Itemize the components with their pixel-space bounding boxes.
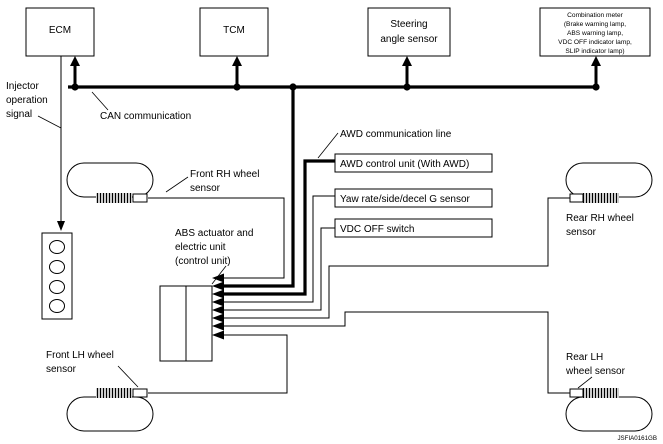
front-rh-wheel-label-line1: Front RH wheel xyxy=(190,169,259,180)
front-rh-leader-line xyxy=(165,176,189,193)
steering-label-line1: Steering xyxy=(390,19,427,30)
rear-lh-wheel-label-line2: wheel sensor xyxy=(565,366,626,377)
injector-label-line2: operation xyxy=(6,95,48,106)
front-rh-sensor-line xyxy=(148,197,285,279)
meter-label-line1: Combination meter xyxy=(567,12,624,19)
vdc-switch-line xyxy=(220,227,335,311)
can-leader-line xyxy=(91,91,109,111)
abs-label-line1: ABS actuator and xyxy=(175,228,253,239)
injector-label-line1: Injector xyxy=(6,81,39,92)
meter-label-line4: VDC OFF indicator lamp, xyxy=(558,39,632,46)
vdc-off-switch: VDC OFF switch xyxy=(334,218,493,238)
awd-control-unit-label: AWD control unit (With AWD) xyxy=(340,159,469,170)
rear-rh-sensor-line xyxy=(220,197,570,319)
tcm-module: TCM xyxy=(199,7,269,57)
rear-lh-wheel-label-line1: Rear LH xyxy=(566,352,603,363)
awd-leader-line xyxy=(317,132,339,159)
can-bus xyxy=(68,56,601,91)
awd-communication-line-label: AWD communication line xyxy=(340,129,452,140)
steering-label-line2: angle sensor xyxy=(380,34,438,45)
vdc-off-switch-label: VDC OFF switch xyxy=(340,224,414,235)
front-lh-leader-line xyxy=(117,365,139,388)
ecm-label: ECM xyxy=(49,25,71,36)
abs-leader-line xyxy=(211,265,227,285)
abs-label-line2: electric unit xyxy=(175,242,226,253)
rear-lh-leader-line xyxy=(577,376,593,389)
combination-meter-module: Combination meter (Brake warning lamp, A… xyxy=(539,7,651,57)
front-rh-wheel-label-line2: sensor xyxy=(190,183,221,194)
rear-lh-sensor-line xyxy=(220,311,570,394)
rear-rh-wheel-label-line2: sensor xyxy=(566,227,597,238)
front-lh-wheel-label-line2: sensor xyxy=(46,364,77,375)
abs-actuator-unit xyxy=(159,285,213,362)
awd-control-unit: AWD control unit (With AWD) xyxy=(334,153,493,173)
front-lh-sensor-line xyxy=(148,334,288,394)
injector-leader-line xyxy=(37,115,62,129)
front-rh-wheel xyxy=(66,162,154,203)
ecm-module: ECM xyxy=(25,7,95,57)
rear-rh-wheel xyxy=(565,162,653,203)
awd-communication-line xyxy=(220,159,335,296)
meter-label-line3: ABS warning lamp, xyxy=(567,30,623,37)
can-to-abs-line xyxy=(220,87,295,288)
injector-arrow xyxy=(57,221,65,231)
front-lh-wheel-label-line1: Front LH wheel xyxy=(46,350,114,361)
figure-id: JSFIA0161GB xyxy=(617,435,657,442)
tcm-label: TCM xyxy=(223,25,245,36)
yaw-rate-sensor: Yaw rate/side/decel G sensor xyxy=(334,188,493,208)
abs-label-line3: (control unit) xyxy=(175,256,231,267)
rear-lh-wheel xyxy=(565,388,653,432)
rear-rh-wheel-label-line1: Rear RH wheel xyxy=(566,213,634,224)
injector-label-line3: signal xyxy=(6,109,32,120)
can-communication-label: CAN communication xyxy=(100,111,191,122)
yaw-sensor-line xyxy=(220,195,335,303)
front-lh-wheel xyxy=(66,388,154,432)
meter-label-line5: SLIP indicator lamp) xyxy=(565,48,624,55)
injector-block xyxy=(41,232,73,320)
steering-angle-sensor-module: Steering angle sensor xyxy=(367,7,451,57)
yaw-rate-sensor-label: Yaw rate/side/decel G sensor xyxy=(340,194,471,205)
meter-label-line2: (Brake warning lamp, xyxy=(564,21,626,28)
abs-input-arrows xyxy=(212,273,224,340)
